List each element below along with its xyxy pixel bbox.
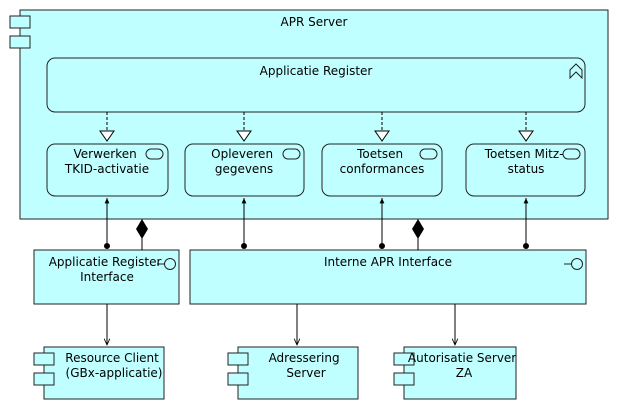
assignment-dot xyxy=(241,243,247,249)
realization-arrowhead xyxy=(99,130,115,142)
component-icon xyxy=(227,352,249,386)
service-icon xyxy=(419,148,438,160)
assignment-dot xyxy=(379,243,385,249)
service-verwerken-label: Verwerken TKID-activatie xyxy=(64,147,149,176)
service-toetsen-conformances-label: Toetsen conformances xyxy=(340,147,425,176)
interface-icon xyxy=(157,258,176,270)
applicatie-register-interface-node[interactable]: Applicatie Register Interface xyxy=(33,249,180,305)
service-verwerken-node[interactable]: Verwerken TKID-activatie xyxy=(46,143,169,197)
service-icon xyxy=(282,148,301,160)
applicatie-register-label: Applicatie Register xyxy=(260,64,373,78)
interne-apr-interface-node[interactable]: Interne APR Interface xyxy=(189,249,587,305)
resource-client-label: Resource Client (GBx-applicatie) xyxy=(65,351,162,380)
realization-arrowhead xyxy=(374,130,390,142)
service-icon xyxy=(145,148,164,160)
component-icon xyxy=(33,352,55,386)
composition-diamond xyxy=(136,219,148,239)
realization-arrowhead xyxy=(518,130,534,142)
assignment-dot xyxy=(104,243,110,249)
serving-connectors xyxy=(107,304,455,345)
composition-connectors xyxy=(136,219,424,250)
realization-arrowhead xyxy=(236,130,252,142)
service-toetsen-mitz-label: Toetsen Mitz- status xyxy=(484,147,568,176)
service-toetsen-mitz-node[interactable]: Toetsen Mitz- status xyxy=(465,143,586,197)
component-icon xyxy=(9,15,31,49)
interne-apr-interface-label: Interne APR Interface xyxy=(324,255,452,269)
adressering-server-node[interactable]: Adressering Server xyxy=(227,346,359,400)
adressering-server-label: Adressering Server xyxy=(269,351,344,380)
applicatie-register-interface-label: Applicatie Register Interface xyxy=(49,255,166,284)
assignment-dot xyxy=(523,243,529,249)
service-opleveren-node[interactable]: Opleveren gegevens xyxy=(184,143,305,197)
service-opleveren-label: Opleveren gegevens xyxy=(211,147,277,176)
apr-server-label: APR Server xyxy=(281,15,348,29)
component-icon xyxy=(393,352,415,386)
autorisatie-server-label: Autorisatie Server ZA xyxy=(408,351,520,380)
service-toetsen-conformances-node[interactable]: Toetsen conformances xyxy=(321,143,443,197)
composition-diamond xyxy=(412,219,424,239)
assignment-connectors xyxy=(104,198,529,249)
resource-client-node[interactable]: Resource Client (GBx-applicatie) xyxy=(33,346,165,400)
realization-connectors xyxy=(99,112,534,142)
function-icon xyxy=(569,63,583,80)
autorisatie-server-node[interactable]: Autorisatie Server ZA xyxy=(393,346,520,400)
interface-icon xyxy=(564,258,583,270)
applicatie-register-node[interactable]: Applicatie Register xyxy=(46,57,586,113)
service-icon xyxy=(562,148,581,160)
